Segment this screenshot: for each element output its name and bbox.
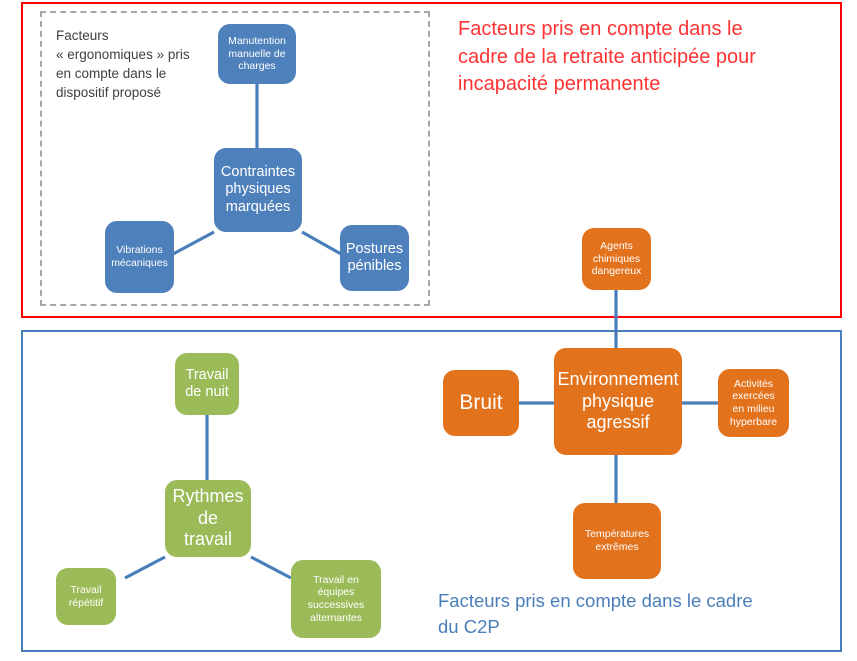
- node-travail-en-equipes-successives-alternantes[interactable]: Travail en équipes successives alternant…: [291, 560, 381, 638]
- node-activites-exercees-en-milieu-hyperbare[interactable]: Activités exercées en milieu hyperbare: [718, 369, 789, 437]
- ergonomic-caption-text: Facteurs « ergonomiques » pris en compte…: [56, 28, 190, 101]
- node-travail-repetitif[interactable]: Travail répétitif: [56, 568, 116, 625]
- c2p-caption-text: Facteurs pris en compte dans le cadre du…: [438, 590, 753, 637]
- node-agents-chimiques-dangereux[interactable]: Agents chimiques dangereux: [582, 228, 651, 290]
- node-temperatures-extremes[interactable]: Températures extrêmes: [573, 503, 661, 579]
- node-travail-de-nuit[interactable]: Travail de nuit: [175, 353, 239, 415]
- c2p-frame: [21, 330, 842, 652]
- node-vibrations-mecaniques[interactable]: Vibrations mécaniques: [105, 221, 174, 293]
- ergonomic-dashed-box: [40, 11, 430, 306]
- node-contraintes-physiques-marquees[interactable]: Contraintes physiques marquées: [214, 148, 302, 232]
- node-bruit[interactable]: Bruit: [443, 370, 519, 436]
- node-postures-penibles[interactable]: Postures pénibles: [340, 225, 409, 291]
- node-rythmes-de-travail[interactable]: Rythmes de travail: [165, 480, 251, 557]
- retraite-anticipee-caption-text: Facteurs pris en compte dans le cadre de…: [458, 18, 756, 96]
- node-manutention-manuelle-de-charges[interactable]: Manutention manuelle de charges: [218, 24, 296, 84]
- retraite-anticipee-frame: [21, 2, 842, 318]
- node-environnement-physique-agressif[interactable]: Environnement physique agressif: [554, 348, 682, 455]
